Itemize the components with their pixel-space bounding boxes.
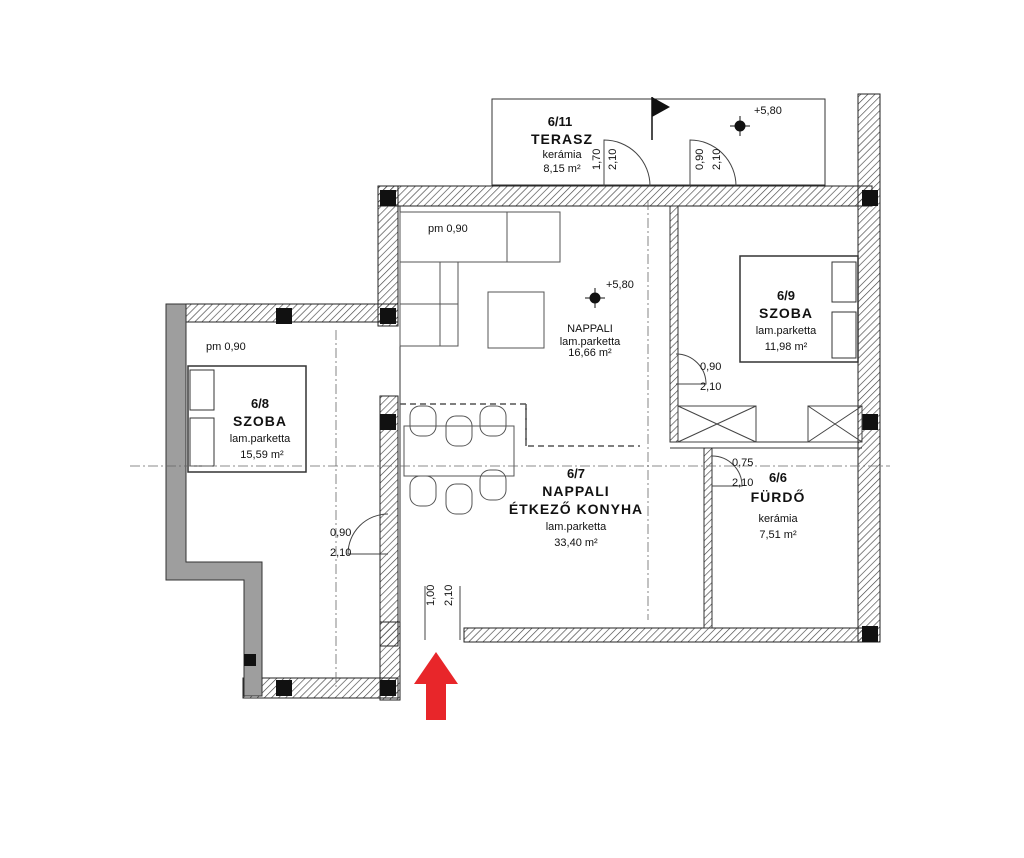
interior-walls [399,205,862,629]
dim-entrance-b: 2,10 [443,585,455,606]
door-swings [347,139,743,640]
szoba9-floor: lam.parketta [756,325,817,337]
level-nappali: +5,80 [606,279,634,291]
dim-szoba9-win-b: 2,10 [711,149,723,170]
left-facade-wall [165,303,263,697]
szoba8-name: SZOBA [233,413,287,429]
furdo-floor: kerámia [758,513,798,525]
pm-top: pm 0,90 [428,223,468,235]
bed-6-9 [739,255,859,363]
dim-szoba9-door-a: 0,90 [700,361,721,373]
konyha-area: 33,40 m² [554,537,598,549]
terrace-outline [491,98,826,186]
pm-left: pm 0,90 [206,341,246,353]
terasz-area: 8,15 m² [543,163,581,175]
szoba9-name: SZOBA [759,305,813,321]
szoba9-area: 11,98 m² [765,341,808,353]
dim-furdo-door-a: 0,75 [732,457,753,469]
wardrobes-6-9 [677,405,863,443]
dim-szoba8-door-b: 2,10 [330,547,351,559]
dim-szoba9-door-b: 2,10 [700,381,721,393]
dim-furdo-door-b: 2,10 [732,477,753,489]
dim-szoba9-win-a: 0,90 [694,149,706,170]
sofa [399,211,561,347]
grid-axes [130,200,890,690]
szoba8-code: 6/8 [251,396,269,411]
coffee-table [487,291,545,349]
konyha-name2: ÉTKEZŐ KONYHA [509,500,643,517]
dim-terasz-door-a: 1,70 [591,149,603,170]
szoba8-floor: lam.parketta [230,433,291,445]
columns [244,190,878,696]
dining-set [403,405,515,515]
nappali-area: 16,66 m² [568,347,612,359]
dim-terasz-door-b: 2,10 [607,149,619,170]
terasz-name: TERASZ [531,131,593,147]
konyha-code: 6/7 [567,466,585,481]
konyha-floor: lam.parketta [546,521,607,533]
level-terasz: +5,80 [754,105,782,117]
terasz-code: 6/11 [548,114,573,129]
furdo-name: FÜRDŐ [751,488,806,505]
furdo-area: 7,51 m² [759,529,797,541]
nappali-floor: lam.parketta [560,336,621,348]
terasz-floor: kerámia [542,149,582,161]
level-marker-icons [585,116,750,308]
flag-icon [652,97,670,117]
szoba9-code: 6/9 [777,288,795,303]
konyha-name1: NAPPALI [542,483,609,499]
nappali-name: NAPPALI [567,323,613,335]
kitchen-outline [400,403,640,447]
furdo-code: 6/6 [769,470,787,485]
bed-6-8 [187,365,307,473]
dim-szoba8-door-a: 0,90 [330,527,351,539]
entrance-arrow-icon [414,652,458,720]
szoba8-area: 15,59 m² [240,449,284,461]
dim-entrance-a: 1,00 [425,585,437,606]
